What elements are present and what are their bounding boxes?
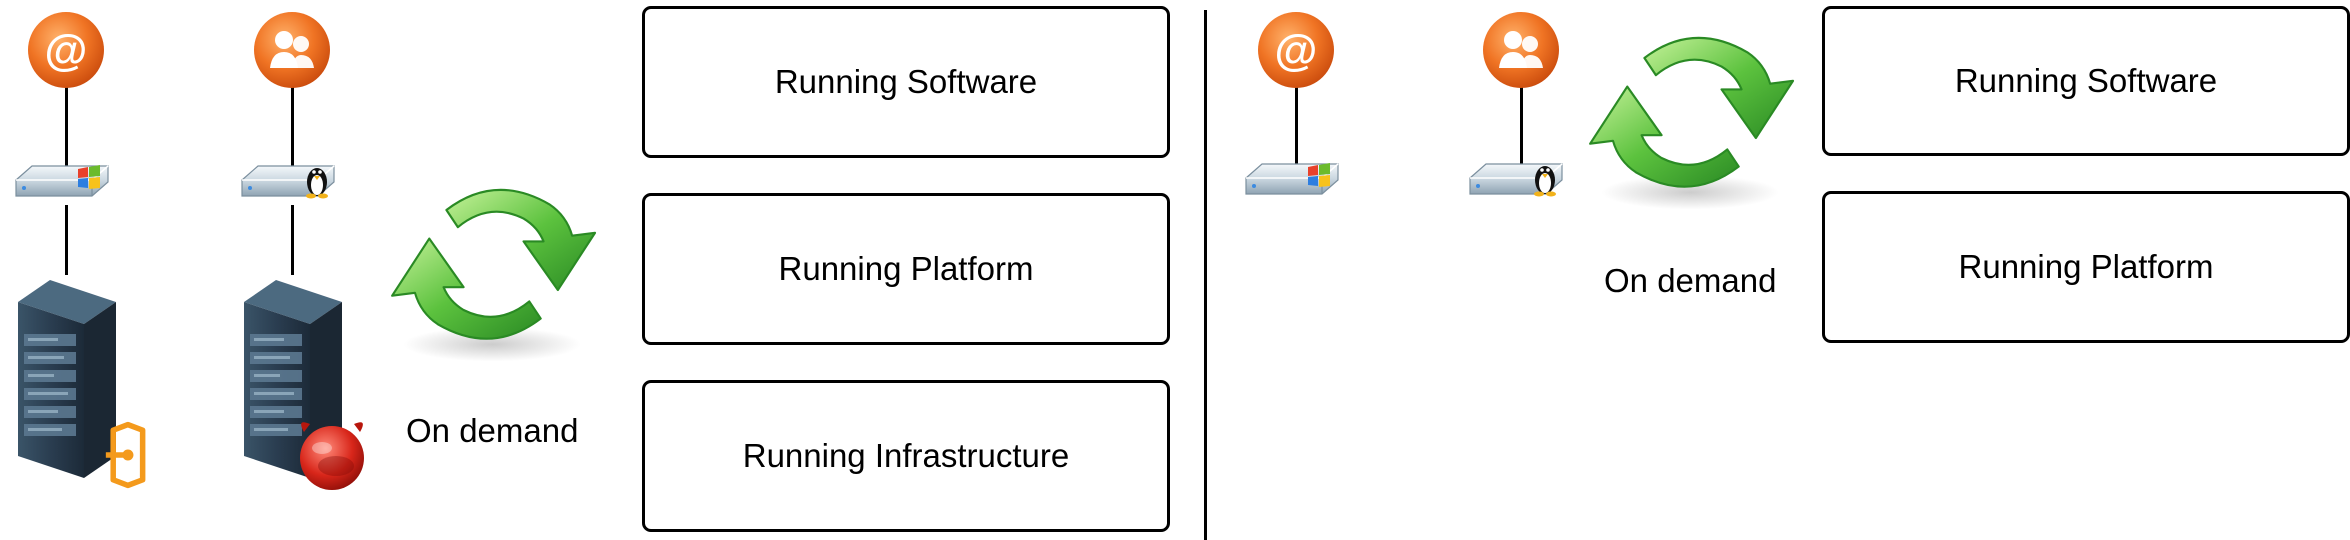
- running-software-box: Running Software: [642, 6, 1170, 158]
- connector-line: [291, 82, 294, 168]
- connector-line: [65, 82, 68, 168]
- windows-disk-icon: [1242, 158, 1342, 203]
- running-platform-box: Running Platform: [642, 193, 1170, 345]
- on-demand-label: On demand: [1604, 262, 1777, 299]
- running-software-box: Running Software: [1822, 6, 2350, 156]
- email-icon: [1256, 10, 1336, 90]
- email-icon: [26, 10, 106, 90]
- connector-line: [65, 205, 68, 275]
- hardware-connector-icon: [104, 420, 150, 490]
- connector-line: [1295, 82, 1298, 168]
- users-icon: [1481, 10, 1561, 90]
- users-icon: [252, 10, 332, 90]
- freebsd-daemon-icon: [292, 414, 372, 494]
- windows-disk-icon: [12, 160, 112, 205]
- panel-divider: [1204, 10, 1207, 540]
- on-demand-label: On demand: [406, 412, 579, 449]
- running-infrastructure-box: Running Infrastructure: [642, 380, 1170, 532]
- linux-disk-icon: [238, 160, 338, 205]
- connector-line: [291, 205, 294, 275]
- connector-line: [1520, 82, 1523, 168]
- linux-disk-icon: [1466, 158, 1566, 203]
- running-platform-box: Running Platform: [1822, 191, 2350, 343]
- refresh-arrows-icon: [1578, 18, 1808, 218]
- refresh-arrows-icon: [380, 170, 610, 370]
